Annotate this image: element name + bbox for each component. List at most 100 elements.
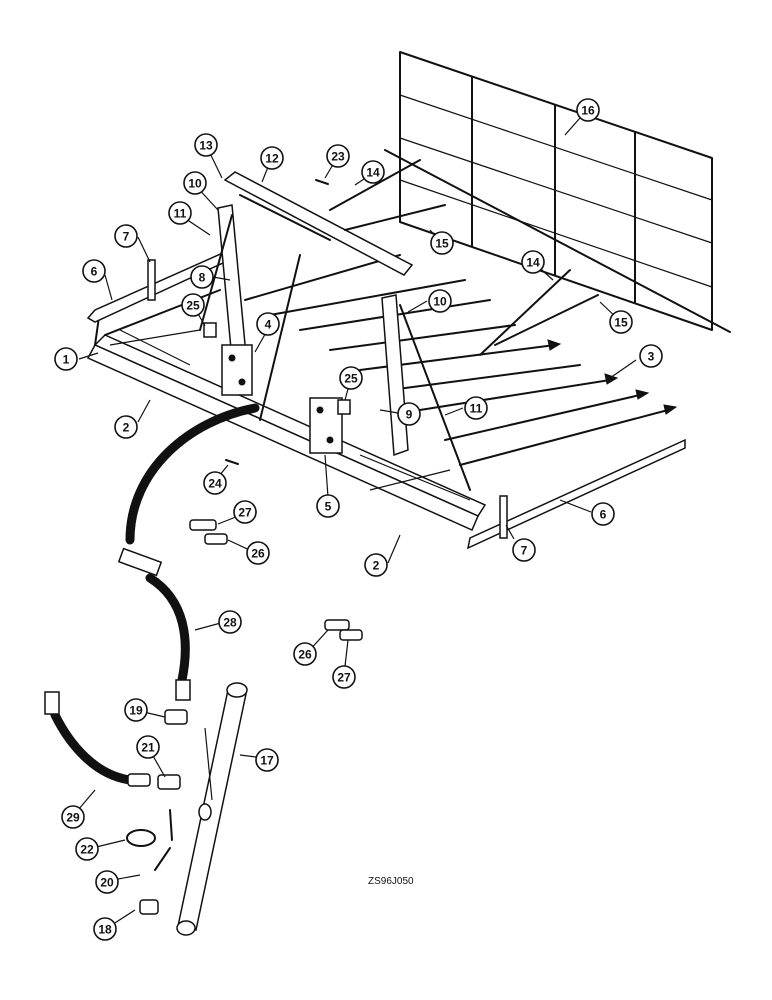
callout-18: 18 <box>93 917 117 941</box>
callout-22: 22 <box>75 837 99 861</box>
callout-number: 24 <box>208 477 222 491</box>
callout-number: 1 <box>63 353 70 367</box>
callout-6: 6 <box>591 502 615 526</box>
callout-number: 16 <box>581 104 595 118</box>
callout-23: 23 <box>326 144 350 168</box>
hose-29 <box>44 691 151 787</box>
callout-number: 10 <box>188 177 202 191</box>
callout-circle <box>332 665 356 689</box>
callout-circle <box>75 837 99 861</box>
callout-circle <box>181 293 205 317</box>
callout-number: 13 <box>199 139 213 153</box>
callout-29: 29 <box>61 805 85 829</box>
callout-number: 9 <box>406 408 413 422</box>
drawing-code: ZS96J050 <box>368 876 414 887</box>
callout-25: 25 <box>181 293 205 317</box>
callout-20: 20 <box>95 870 119 894</box>
callout-circle <box>293 642 317 666</box>
hydraulic-cylinder <box>176 682 248 936</box>
shackles <box>189 519 363 641</box>
callout-26: 26 <box>246 541 270 565</box>
callout-11: 11 <box>168 201 192 225</box>
callout-number: 18 <box>98 923 112 937</box>
callout-7: 7 <box>114 224 138 248</box>
callout-circle <box>246 541 270 565</box>
callout-27: 27 <box>233 500 257 524</box>
callout-4: 4 <box>256 312 280 336</box>
callout-circle <box>256 312 280 336</box>
callout-number: 25 <box>186 299 200 313</box>
callout-26: 26 <box>293 642 317 666</box>
callout-circle <box>114 415 138 439</box>
hydraulic-hose <box>117 403 260 701</box>
callout-number: 15 <box>435 237 449 251</box>
callout-circle <box>609 310 633 334</box>
callout-number: 29 <box>66 811 80 825</box>
callout-circle <box>194 133 218 157</box>
callout-number: 25 <box>344 372 358 386</box>
callout-circle <box>114 224 138 248</box>
callout-circle <box>93 917 117 941</box>
callout-circle <box>260 146 284 170</box>
callout-7: 7 <box>512 538 536 562</box>
callout-14: 14 <box>521 250 545 274</box>
callout-number: 22 <box>80 843 94 857</box>
callout-circle <box>124 698 148 722</box>
callout-number: 7 <box>521 544 528 558</box>
callout-number: 14 <box>526 256 540 270</box>
callout-24: 24 <box>203 471 227 495</box>
callout-circle <box>576 98 600 122</box>
callout-circle <box>255 748 279 772</box>
callout-number: 2 <box>123 421 130 435</box>
callout-number: 17 <box>260 754 274 768</box>
callout-circle <box>168 201 192 225</box>
fittings <box>126 709 188 915</box>
callout-number: 3 <box>648 350 655 364</box>
callout-27: 27 <box>332 665 356 689</box>
callout-circle <box>183 171 207 195</box>
callout-number: 26 <box>298 648 312 662</box>
callout-2: 2 <box>364 553 388 577</box>
callout-number: 14 <box>366 166 380 180</box>
callout-number: 23 <box>331 150 345 164</box>
callout-5: 5 <box>316 494 340 518</box>
callout-circle <box>218 610 242 634</box>
callout-15: 15 <box>609 310 633 334</box>
callout-2: 2 <box>114 415 138 439</box>
callout-number: 4 <box>265 318 272 332</box>
callout-number: 7 <box>123 230 130 244</box>
callout-10: 10 <box>183 171 207 195</box>
callout-circle <box>364 553 388 577</box>
callout-16: 16 <box>576 98 600 122</box>
side-rails <box>86 250 686 550</box>
callout-8: 8 <box>190 265 214 289</box>
callout-circle <box>591 502 615 526</box>
callout-number: 11 <box>470 402 483 416</box>
callout-11: 11 <box>464 396 488 420</box>
callout-28: 28 <box>218 610 242 634</box>
callout-circle <box>430 231 454 255</box>
callout-number: 21 <box>141 741 155 755</box>
callout-number: 6 <box>91 265 98 279</box>
callout-circle <box>82 259 106 283</box>
callout-number: 27 <box>238 506 252 520</box>
callout-number: 10 <box>433 295 447 309</box>
callout-circle <box>521 250 545 274</box>
callout-25: 25 <box>339 366 363 390</box>
callout-circle <box>203 471 227 495</box>
callout-circle <box>339 366 363 390</box>
callout-circle <box>428 289 452 313</box>
callout-circle <box>639 344 663 368</box>
callout-number: 19 <box>129 704 143 718</box>
callout-circle <box>326 144 350 168</box>
callout-number: 26 <box>251 547 265 561</box>
callout-6: 6 <box>82 259 106 283</box>
callout-number: 6 <box>600 508 607 522</box>
callout-number: 8 <box>199 271 206 285</box>
callout-number: 20 <box>100 876 114 890</box>
callout-number: 27 <box>337 671 351 685</box>
callout-circle <box>190 265 214 289</box>
callout-circle <box>397 402 421 426</box>
callout-9: 9 <box>397 402 421 426</box>
callout-number: 2 <box>373 559 380 573</box>
